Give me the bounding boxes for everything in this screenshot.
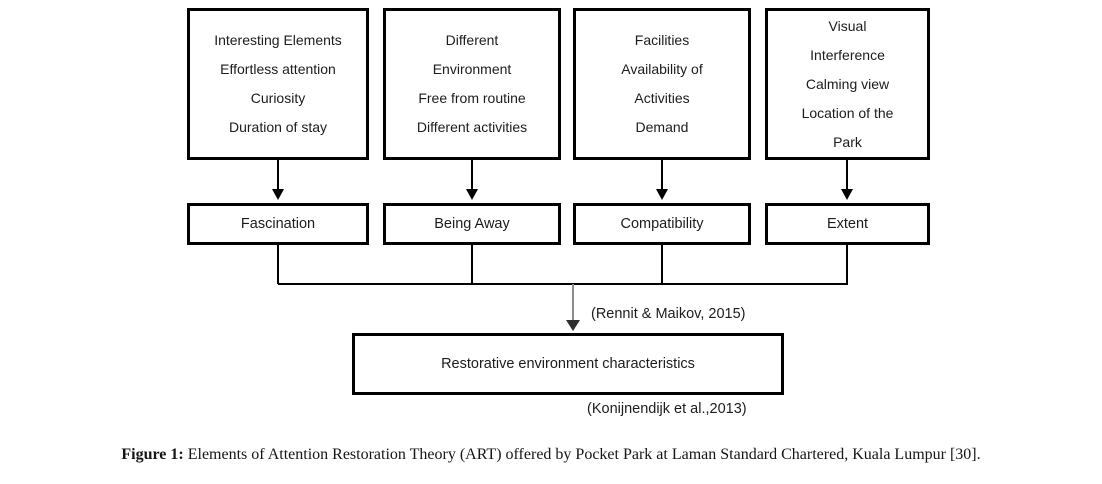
source-line: Interference [810, 46, 885, 63]
source-line: Duration of stay [228, 119, 328, 135]
source-line: Visual [828, 17, 867, 34]
category-box-being-away: Being Away [383, 203, 561, 245]
down-arrow-icon [846, 160, 848, 189]
category-label: Compatibility [620, 216, 704, 232]
source-line: Availability of [621, 61, 703, 77]
category-label: Extent [826, 216, 869, 232]
source-line: Demand [635, 119, 689, 135]
citation-konijnendijk: (Konijnendijk et al.,2013) [587, 401, 747, 417]
source-line: Curiosity [250, 90, 306, 106]
source-box-extent: Visual Interference Calming view Locatio… [765, 8, 930, 160]
source-box-fascination: Interesting Elements Effortless attentio… [187, 8, 369, 160]
source-line: Park [833, 133, 862, 150]
connector-line [661, 245, 663, 284]
connector-line [471, 245, 473, 284]
down-arrowhead-icon [466, 189, 478, 200]
category-box-extent: Extent [765, 203, 930, 245]
source-line: Activities [634, 90, 690, 106]
source-line: Interesting Elements [214, 32, 342, 48]
category-label: Being Away [434, 216, 510, 232]
source-box-compatibility: Facilities Availability of Activities De… [573, 8, 751, 160]
source-line: Different activities [416, 119, 528, 135]
center-down-arrowhead-icon [566, 320, 580, 331]
source-line: Different [445, 32, 499, 48]
down-arrow-icon [471, 160, 473, 189]
figure-caption-text: Elements of Attention Restoration Theory… [183, 446, 981, 463]
down-arrowhead-icon [656, 189, 668, 200]
source-line: Calming view [805, 75, 890, 92]
source-line: Free from routine [418, 90, 526, 106]
category-box-fascination: Fascination [187, 203, 369, 245]
connector-line-horizontal [278, 283, 848, 285]
category-label: Fascination [240, 216, 316, 232]
down-arrow-icon [277, 160, 279, 189]
source-line: Facilities [634, 32, 690, 48]
source-box-being-away: Different Environment Free from routine … [383, 8, 561, 160]
source-line: Environment [432, 61, 512, 77]
figure-caption-label: Figure 1: [121, 446, 184, 463]
result-box: Restorative environment characteristics [352, 333, 784, 395]
down-arrowhead-icon [841, 189, 853, 200]
category-box-compatibility: Compatibility [573, 203, 751, 245]
figure-caption: Figure 1: Elements of Attention Restorat… [0, 446, 1102, 464]
connector-line [277, 245, 279, 284]
result-label: Restorative environment characteristics [441, 356, 695, 372]
connector-line [846, 245, 848, 284]
source-line: Location of the [801, 104, 894, 121]
down-arrowhead-icon [272, 189, 284, 200]
citation-rennit-maikov: (Rennit & Maikov, 2015) [591, 306, 746, 322]
source-line: Effortless attention [220, 61, 336, 77]
down-arrow-icon [661, 160, 663, 189]
center-down-arrow-icon [572, 284, 574, 321]
